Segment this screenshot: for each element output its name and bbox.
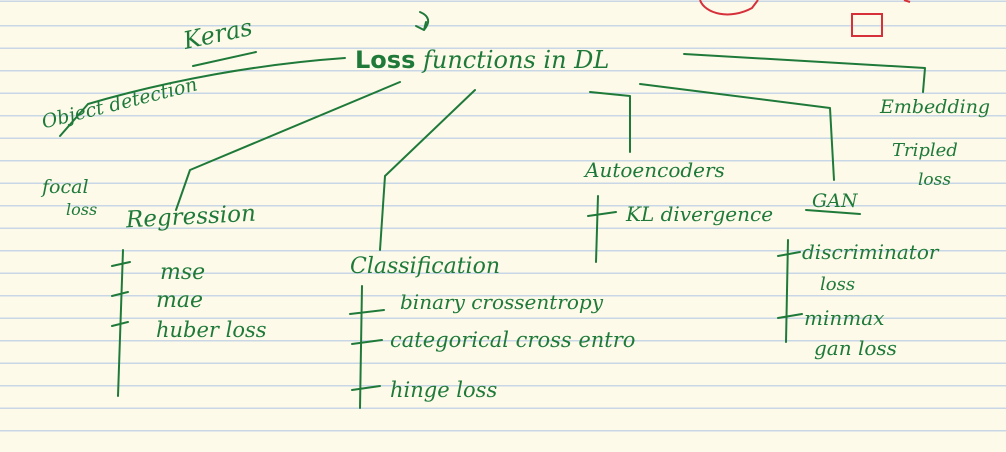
line-to-gan (639, 83, 835, 181)
embedding-line3: loss (918, 170, 952, 190)
line-to-autoencoders (589, 91, 631, 153)
root-title-bold: Loss (355, 46, 416, 74)
regression-item: mse (160, 260, 206, 285)
classification-title: Classification (350, 254, 501, 279)
regression-item: huber loss (156, 318, 267, 342)
gan-item-line1: discriminator (802, 240, 939, 264)
autoencoders-title: Autoencoders (585, 158, 725, 182)
line-to-object-detection (59, 57, 346, 137)
embedding-title: Embedding (880, 96, 991, 118)
root-title-rest: functions in DL (423, 46, 610, 74)
keras-underline (192, 51, 257, 67)
red-circle-mark (699, 0, 759, 16)
gan-bracket (777, 239, 803, 343)
classification-item: categorical cross entro (390, 328, 636, 352)
focal-loss-label: loss (66, 200, 98, 219)
gan-underline (805, 209, 861, 215)
classification-item: hinge loss (390, 378, 498, 402)
line-to-regression (175, 81, 401, 211)
gan-item-line2: gan loss (814, 336, 897, 360)
gan-item-line2: loss (820, 274, 856, 295)
line-to-classification (379, 89, 476, 251)
regression-item: mae (156, 288, 203, 313)
autoencoders-bracket (587, 195, 617, 263)
regression-bracket (111, 249, 131, 397)
autoencoders-item: KL divergence (626, 202, 774, 226)
classification-item: binary crossentropy (400, 290, 604, 314)
red-box-mark (851, 13, 883, 37)
line-to-embedding (683, 53, 926, 93)
red-dot-mark (903, 0, 911, 3)
root-title: Loss functions in DL (355, 48, 609, 72)
focal-label: focal (42, 176, 89, 198)
gan-item-line1: minmax (804, 306, 885, 330)
classification-bracket (349, 285, 385, 409)
embedding-line2: Tripled (892, 140, 958, 161)
arrow-down-icon (415, 11, 430, 31)
gan-title: GAN (812, 190, 858, 212)
